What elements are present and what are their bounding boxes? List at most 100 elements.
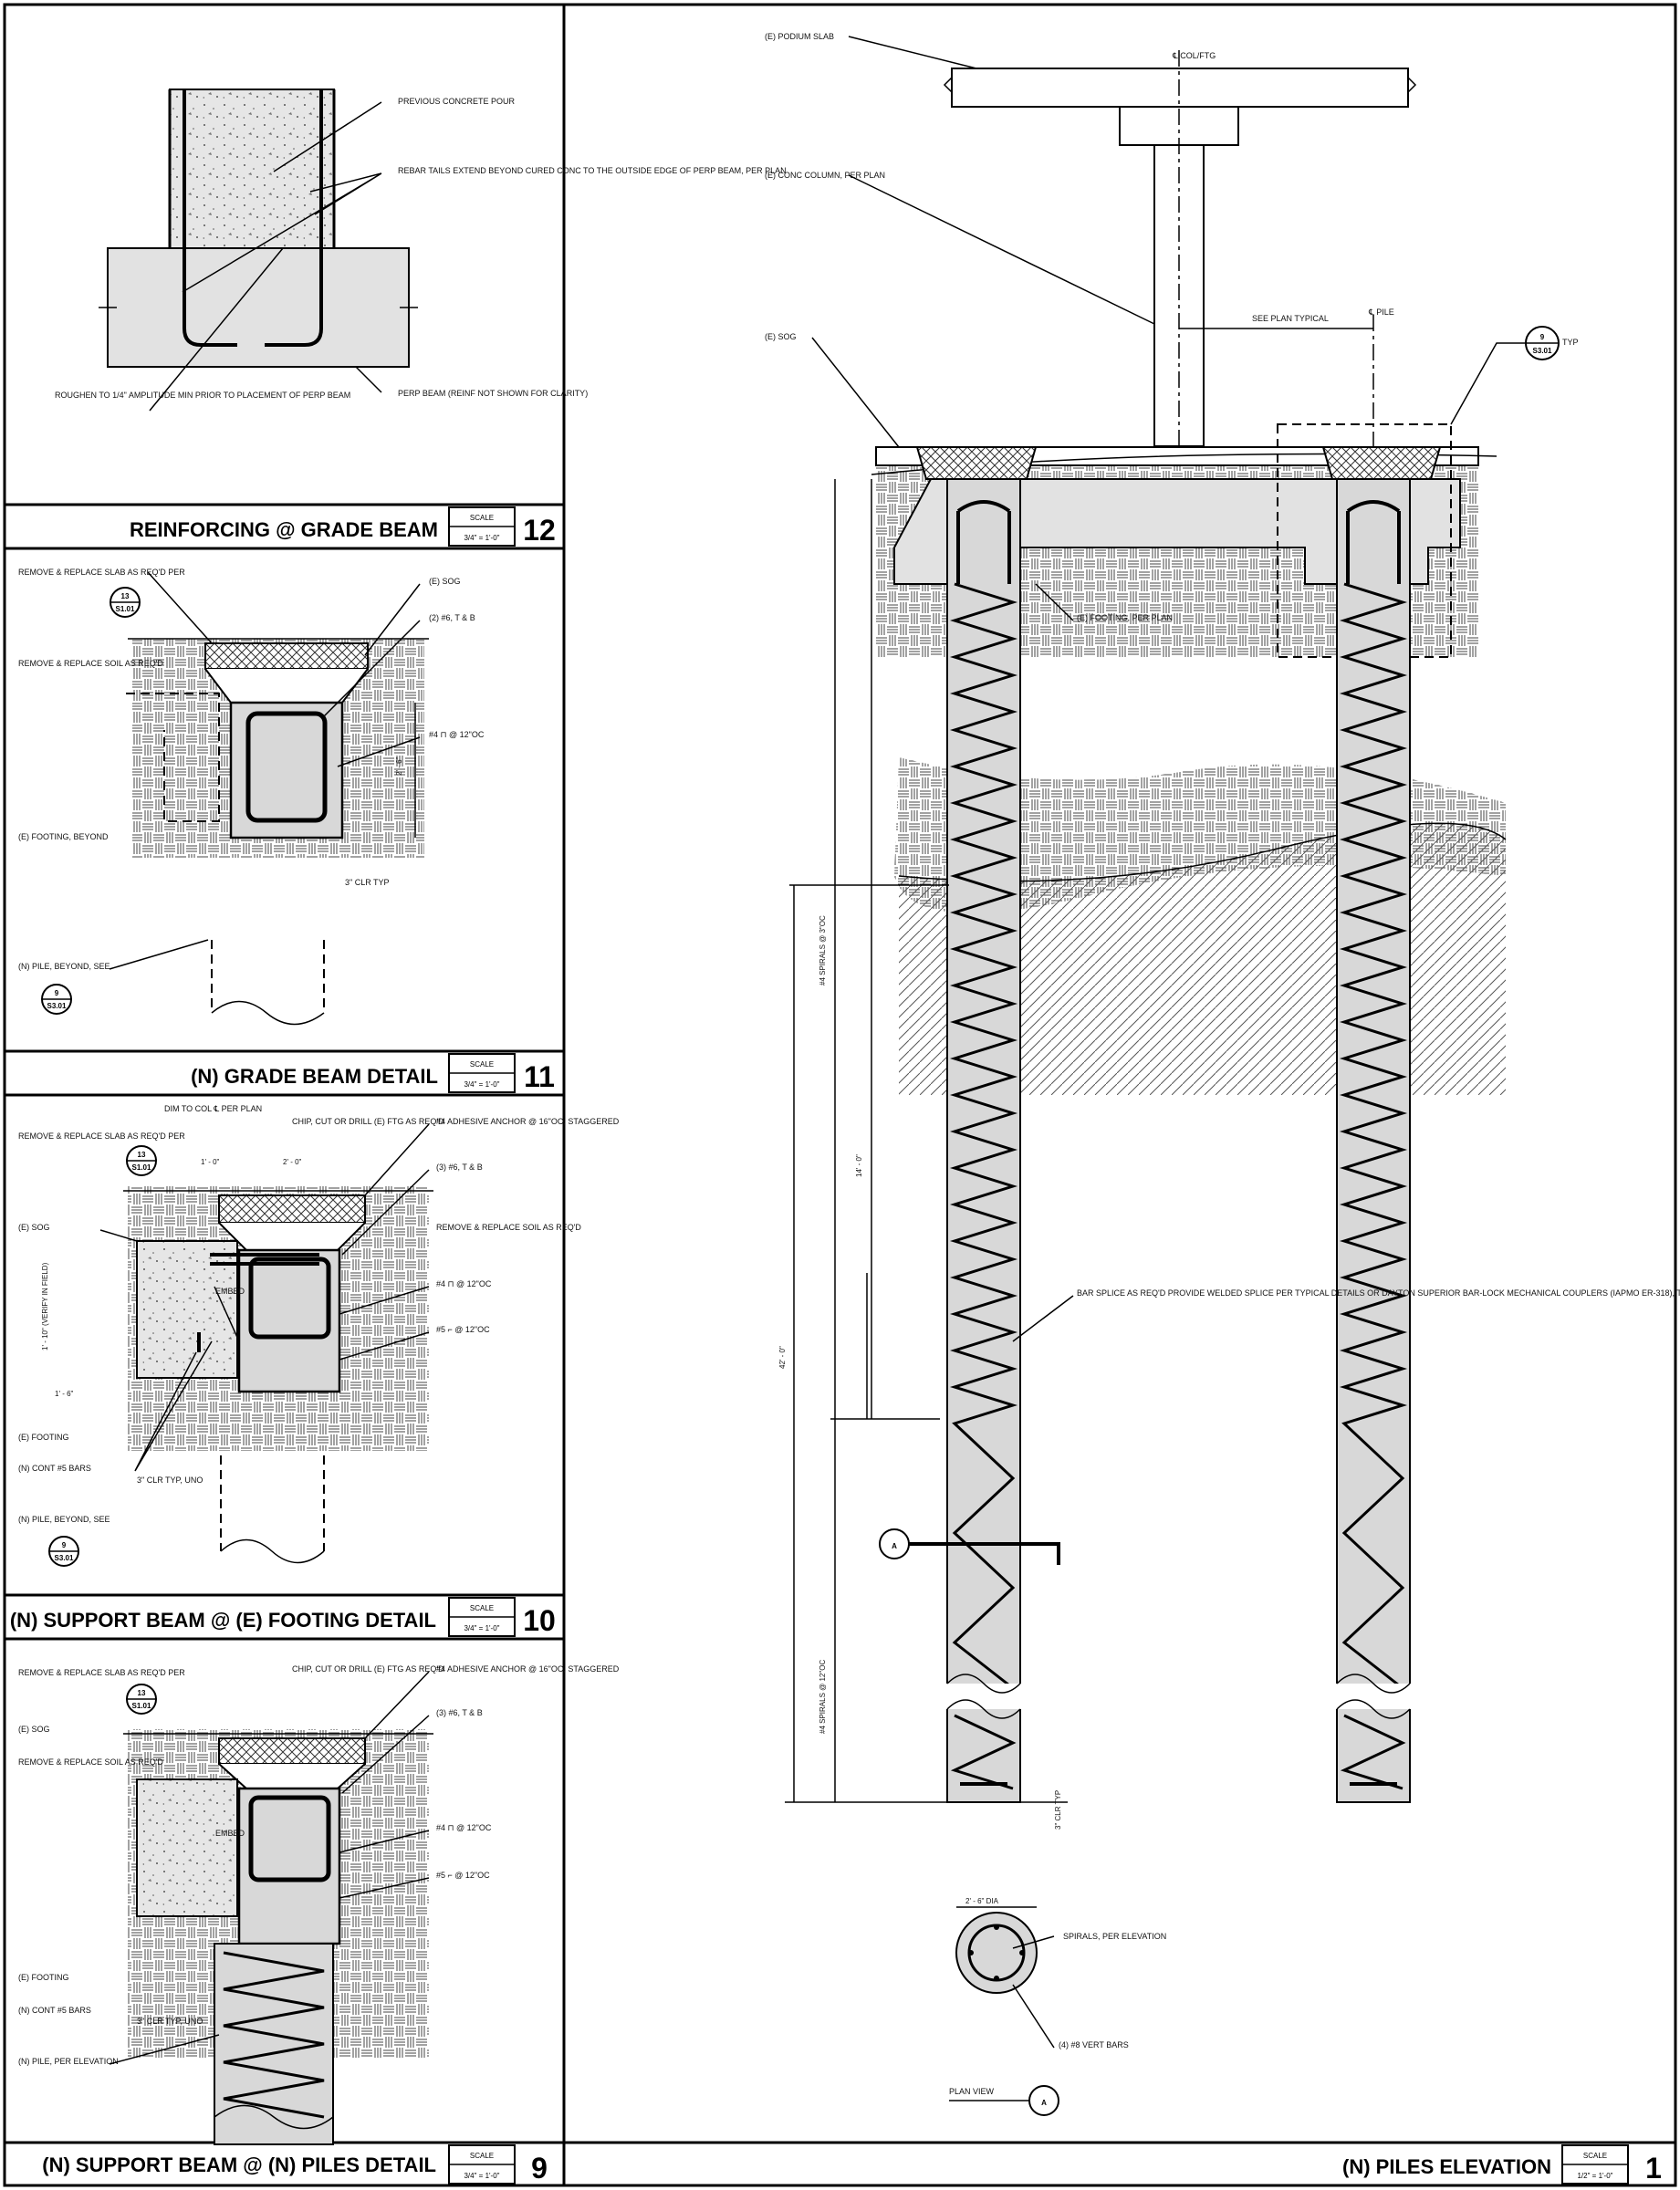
- svg-text:(3) #6, T & B: (3) #6, T & B: [436, 1163, 483, 1172]
- svg-text:3/4" = 1'-0": 3/4" = 1'-0": [464, 2172, 499, 2180]
- svg-text:(E) CONC COLUMN, PER PLAN: (E) CONC COLUMN, PER PLAN: [765, 171, 885, 180]
- title-11: (N) GRADE BEAM DETAIL: [191, 1065, 438, 1088]
- previous-pour: [169, 89, 335, 249]
- svg-text:#4 ⊓ @ 12"OC: #4 ⊓ @ 12"OC: [429, 730, 485, 739]
- svg-text:(N) PILE, BEYOND, SEE: (N) PILE, BEYOND, SEE: [18, 962, 110, 971]
- detail-12: PREVIOUS CONCRETE POUR REBAR TAILS EXTEN…: [55, 89, 787, 412]
- svg-text:S3.01: S3.01: [55, 1554, 74, 1562]
- detail-number-9: 9: [531, 2152, 548, 2185]
- title-bar-9: (N) SUPPORT BEAM @ (N) PILES DETAIL SCAL…: [42, 2144, 548, 2185]
- note-prev-pour: PREVIOUS CONCRETE POUR: [398, 97, 516, 106]
- svg-text:9: 9: [55, 989, 59, 997]
- svg-text:3/4" = 1'-0": 3/4" = 1'-0": [464, 1080, 499, 1089]
- svg-text:2' - 6": 2' - 6": [395, 756, 403, 776]
- detail-number-1: 1: [1645, 2152, 1662, 2185]
- existing-footing: [893, 478, 1461, 585]
- note-perp-beam: PERP BEAM (REINF NOT SHOWN FOR CLARITY): [398, 389, 588, 398]
- detail-11: 2' - 6" 13 S1.01 9 S3.01 REMOVE & REPLAC…: [18, 568, 485, 1026]
- svg-text:(E) FOOTING, PER PLAN: (E) FOOTING, PER PLAN: [1077, 613, 1173, 622]
- svg-text:CHIP, CUT OR DRILL (E) FTG AS: CHIP, CUT OR DRILL (E) FTG AS REQ'D: [292, 1117, 444, 1126]
- title-bar-11: (N) GRADE BEAM DETAIL SCALE 3/4" = 1'-0"…: [191, 1053, 555, 1093]
- title-9: (N) SUPPORT BEAM @ (N) PILES DETAIL: [42, 2154, 436, 2176]
- svg-text:S1.01: S1.01: [132, 1702, 151, 1710]
- perp-beam: [107, 247, 410, 368]
- title-bar-10: (N) SUPPORT BEAM @ (E) FOOTING DETAIL SC…: [10, 1597, 556, 1637]
- svg-text:(N) CONT #5 BARS: (N) CONT #5 BARS: [18, 2006, 91, 2015]
- svg-text:9: 9: [1540, 333, 1545, 341]
- svg-text:(N) PILE, PER ELEVATION: (N) PILE, PER ELEVATION: [18, 2057, 119, 2066]
- detail-number-12: 12: [523, 514, 556, 547]
- title-1: (N) PILES ELEVATION: [1342, 2155, 1551, 2178]
- svg-text:#5 ⌐ @ 12"OC: #5 ⌐ @ 12"OC: [436, 1325, 490, 1334]
- note-11-slab: REMOVE & REPLACE SLAB AS REQ'D PER: [18, 568, 185, 577]
- svg-text:EMBED: EMBED: [215, 1829, 245, 1838]
- note-roughen: ROUGHEN TO 1/4" AMPLITUDE MIN PRIOR TO P…: [55, 391, 350, 400]
- title-12: REINFORCING @ GRADE BEAM: [130, 518, 438, 541]
- detail-number-11: 11: [524, 1060, 555, 1093]
- svg-text:#5 ⌐ @ 12"OC: #5 ⌐ @ 12"OC: [436, 1871, 490, 1880]
- svg-text:2' - 0": 2' - 0": [283, 1158, 302, 1166]
- svg-text:3" CLR TYP, UNO: 3" CLR TYP, UNO: [137, 2017, 203, 2026]
- svg-text:#4 ADHESIVE ANCHOR @ 16"OC, ST: #4 ADHESIVE ANCHOR @ 16"OC, STAGGERED: [436, 1664, 620, 1674]
- svg-text:13: 13: [121, 592, 130, 600]
- svg-text:1' - 10" (VERIFY IN FIELD): 1' - 10" (VERIFY IN FIELD): [41, 1262, 49, 1350]
- detail-1: #4 SPIRALS @ 3"OC 14' - 0" 42' - 0" #4 S…: [765, 32, 1680, 2116]
- svg-text:3" CLR TYP: 3" CLR TYP: [345, 878, 390, 887]
- svg-text:TYP: TYP: [1562, 338, 1579, 347]
- svg-text:S1.01: S1.01: [132, 1163, 151, 1172]
- podium-slab: [951, 68, 1409, 108]
- svg-text:PLAN VIEW: PLAN VIEW: [949, 2087, 995, 2096]
- svg-text:DIM TO COL ℄ PER PLAN: DIM TO COL ℄ PER PLAN: [164, 1104, 262, 1113]
- svg-text:(E) SOG: (E) SOG: [429, 577, 461, 586]
- svg-text:2' - 6" DIA: 2' - 6" DIA: [965, 1897, 999, 1905]
- title-10: (N) SUPPORT BEAM @ (E) FOOTING DETAIL: [10, 1609, 436, 1632]
- svg-text:(E) SOG: (E) SOG: [18, 1223, 50, 1232]
- svg-text:SCALE: SCALE: [470, 1060, 494, 1069]
- svg-text:9: 9: [62, 1541, 67, 1549]
- svg-text:A: A: [892, 1542, 897, 1550]
- svg-text:13: 13: [138, 1689, 146, 1697]
- svg-text:SPIRALS, PER ELEVATION: SPIRALS, PER ELEVATION: [1063, 1932, 1166, 1941]
- svg-text:EMBED: EMBED: [215, 1287, 245, 1296]
- svg-text:A: A: [1041, 2099, 1047, 2107]
- support-beam-9: [237, 1787, 341, 1945]
- svg-text:(2) #6, T & B: (2) #6, T & B: [429, 613, 475, 622]
- pile-beyond: [211, 940, 325, 1013]
- detail-10: 13 S1.01 9 S3.01 DIM TO COL ℄ PER PLAN R…: [18, 1104, 620, 1567]
- svg-text:(3) #6, T & B: (3) #6, T & B: [436, 1708, 483, 1717]
- svg-text:REMOVE & REPLACE SOIL AS REQ'D: REMOVE & REPLACE SOIL AS REQ'D: [18, 659, 163, 668]
- svg-text:(N) CONT #5 BARS: (N) CONT #5 BARS: [18, 1464, 91, 1473]
- svg-text:1' - 0": 1' - 0": [201, 1158, 220, 1166]
- support-beam-10: [237, 1248, 341, 1393]
- svg-text:(E) SOG: (E) SOG: [18, 1725, 50, 1734]
- svg-text:#4 ADHESIVE ANCHOR @ 16"OC, ST: #4 ADHESIVE ANCHOR @ 16"OC, STAGGERED: [436, 1117, 620, 1126]
- title-bar-12: REINFORCING @ GRADE BEAM SCALE 3/4" = 1'…: [130, 506, 556, 547]
- note-rebar-tails: REBAR TAILS EXTEND BEYOND CURED CONC TO …: [398, 166, 787, 175]
- existing-footing-10: [136, 1240, 238, 1379]
- svg-text:℄ PILE: ℄ PILE: [1368, 308, 1394, 317]
- svg-text:SCALE: SCALE: [1583, 2152, 1607, 2160]
- svg-text:13: 13: [138, 1151, 146, 1159]
- svg-text:(4) #8 VERT BARS: (4) #8 VERT BARS: [1059, 2040, 1129, 2049]
- svg-text:REMOVE & REPLACE SOIL AS REQ'D: REMOVE & REPLACE SOIL AS REQ'D: [18, 1757, 163, 1767]
- note-bar-splice: BAR SPLICE AS REQ'D PROVIDE WELDED SPLIC…: [1077, 1288, 1680, 1298]
- svg-text:14' - 0": 14' - 0": [855, 1154, 863, 1177]
- svg-text:(E) FOOTING: (E) FOOTING: [18, 1433, 69, 1442]
- svg-text:(E) FOOTING: (E) FOOTING: [18, 1973, 69, 1982]
- detail-9: 13 S1.01 REMOVE & REPLACE SLAB AS REQ'D …: [18, 1664, 620, 2145]
- svg-text:REMOVE & REPLACE SLAB AS REQ'D: REMOVE & REPLACE SLAB AS REQ'D PER: [18, 1132, 185, 1141]
- svg-text:S3.01: S3.01: [1533, 347, 1552, 355]
- svg-text:SEE PLAN TYPICAL: SEE PLAN TYPICAL: [1252, 314, 1329, 323]
- svg-text:CHIP, CUT OR DRILL (E) FTG AS: CHIP, CUT OR DRILL (E) FTG AS REQ'D: [292, 1664, 444, 1674]
- pile-9: [214, 1943, 334, 2145]
- svg-text:#4 SPIRALS @ 12"OC: #4 SPIRALS @ 12"OC: [819, 1660, 827, 1734]
- scale-12: 3/4" = 1'-0": [464, 534, 499, 542]
- svg-text:REMOVE & REPLACE SLAB AS REQ'D: REMOVE & REPLACE SLAB AS REQ'D PER: [18, 1668, 185, 1677]
- rebar-tail-right: [265, 89, 323, 347]
- svg-text:3/4" = 1'-0": 3/4" = 1'-0": [464, 1624, 499, 1632]
- rebar-tail-left: [183, 89, 237, 347]
- svg-text:#4 ⊓ @ 12"OC: #4 ⊓ @ 12"OC: [436, 1279, 492, 1288]
- detail-number-10: 10: [523, 1604, 556, 1637]
- svg-text:REMOVE & REPLACE SOIL AS REQ'D: REMOVE & REPLACE SOIL AS REQ'D: [436, 1223, 581, 1232]
